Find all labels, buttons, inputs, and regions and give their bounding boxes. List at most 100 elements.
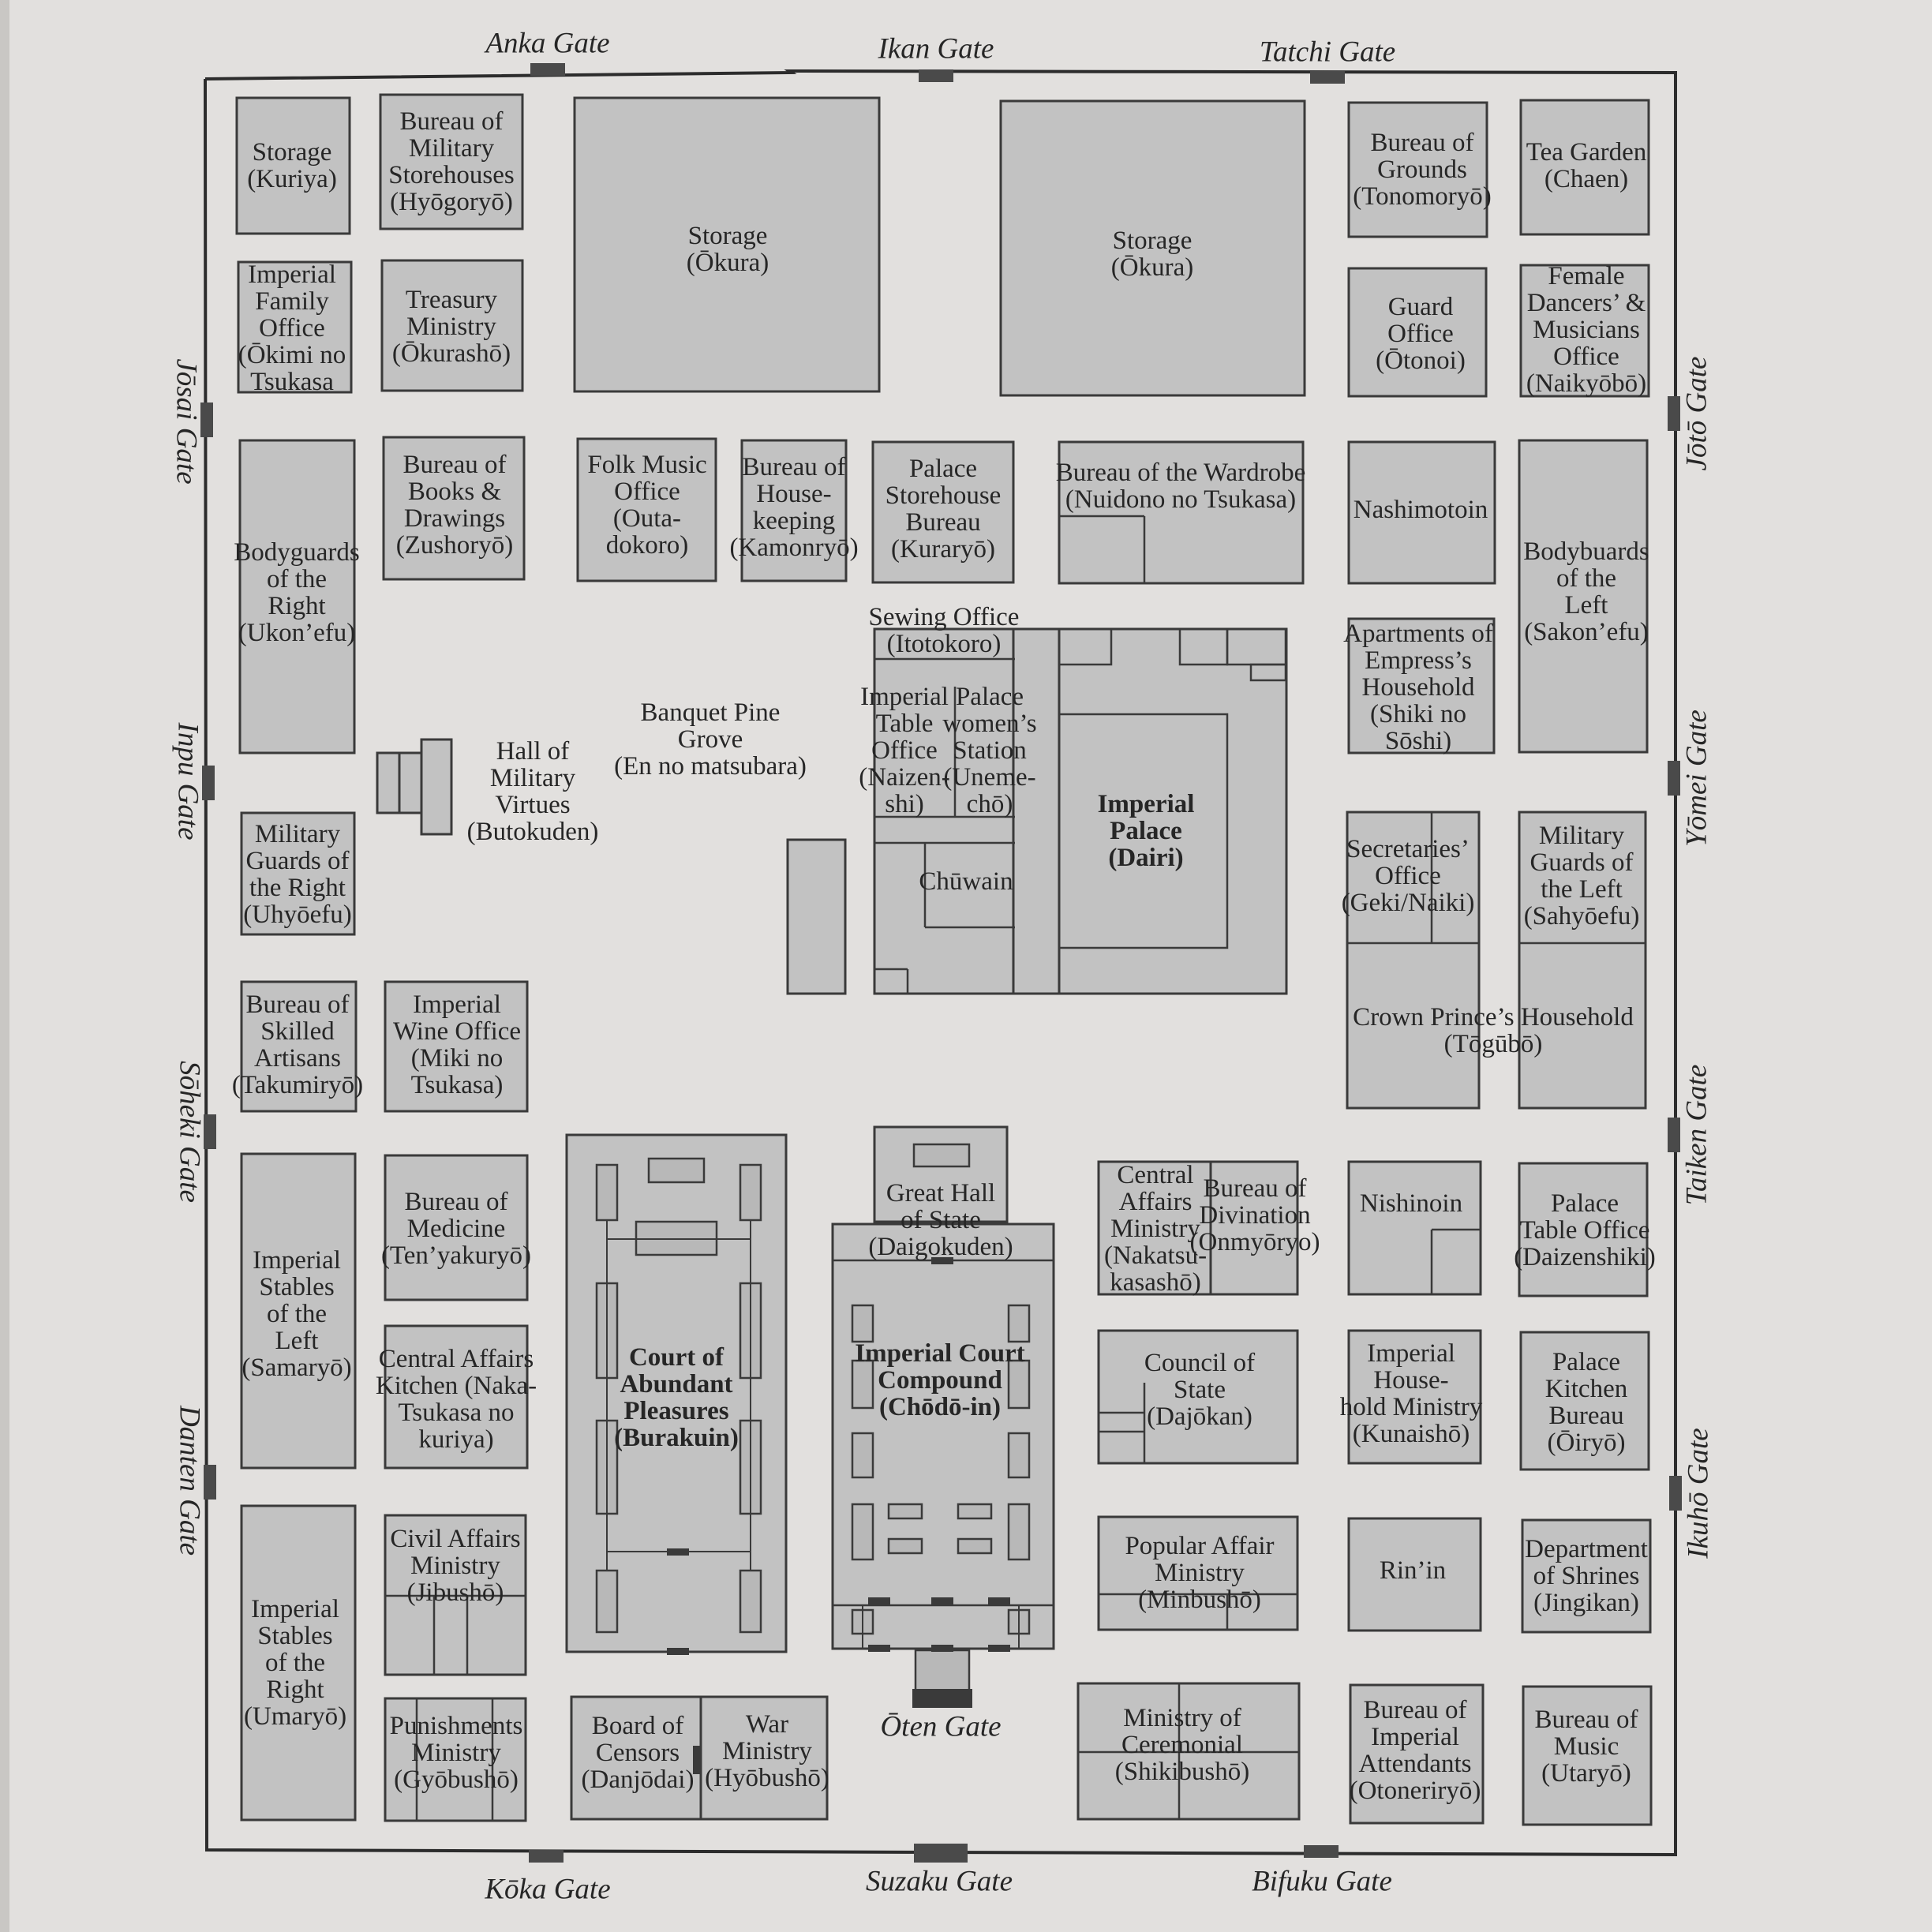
bureau-books-drawings-label-line: Bureau of bbox=[402, 451, 507, 479]
crown-prince-household-label: Crown Prince’s Household(Tōgūbō) bbox=[1353, 1004, 1634, 1058]
sewing-office-label: Sewing Office(Itotokoro) bbox=[869, 604, 1020, 657]
military-guards-left-label-line: Guards of bbox=[1530, 848, 1634, 877]
imperial-court-compound-label-line: Compound bbox=[878, 1366, 1002, 1395]
banquet-pine-grove-label-line: Banquet Pine bbox=[640, 698, 781, 727]
shingonin-block bbox=[786, 838, 847, 995]
imperial-table-office-label-line: Office bbox=[871, 736, 938, 765]
imperial-stables-left-block bbox=[240, 1152, 357, 1470]
bureau-medicine-label-line: Bureau of bbox=[404, 1188, 508, 1216]
folk-music-office-label-line: Office bbox=[614, 477, 680, 506]
treasury-ministry-label-line: Ministry bbox=[406, 313, 496, 341]
bureau-music-block bbox=[1522, 1685, 1653, 1826]
bureau-divination-label-line: Divination bbox=[1199, 1201, 1311, 1230]
treasury-ministry-block bbox=[380, 259, 524, 392]
military-guards-right-label-line: the Right bbox=[249, 874, 346, 902]
imperial-stables-right-label-line: of the bbox=[264, 1649, 326, 1677]
folk-music-office-label-line: dokoro) bbox=[605, 531, 689, 560]
military-guards-right-label-line: (Uhyōefu) bbox=[243, 900, 352, 929]
bureau-imperial-attendants-label-line: (Otoneriryō) bbox=[1349, 1777, 1481, 1805]
guard-office-block bbox=[1347, 267, 1488, 398]
crown-prince-household-label-line: Crown Prince’s Household bbox=[1353, 1003, 1634, 1032]
ministry-ceremonial-label-line: Ministry of bbox=[1123, 1704, 1241, 1732]
bureau-divination-block bbox=[1209, 1160, 1299, 1296]
yomei-gate-marker bbox=[1668, 761, 1680, 796]
palace-storehouse-bureau-label-line: Bureau bbox=[905, 508, 981, 537]
bodyguards-left-label-line: (Sakon’efu) bbox=[1524, 618, 1649, 646]
civil-affairs-ministry-label-line: (Jibushō) bbox=[406, 1578, 504, 1607]
court-abundant-pleasures-label-line: Abundant bbox=[620, 1370, 733, 1398]
palace-storehouse-bureau-label-line: (Kuraryō) bbox=[891, 535, 995, 564]
secretaries-office-label-line: Secretaries’ bbox=[1346, 835, 1470, 863]
ikan-gate-marker bbox=[919, 69, 953, 82]
imperial-wine-office-label-line: Wine Office bbox=[392, 1017, 522, 1046]
ministry-ceremonial-label-line: (Shikibushō) bbox=[1114, 1758, 1250, 1786]
bureau-medicine-label-line: Medicine bbox=[406, 1215, 506, 1243]
bureau-wardrobe-label: Bureau of the Wardrobe(Nuidono no Tsukas… bbox=[1056, 459, 1306, 513]
bureau-military-storehouses-label-line: Military bbox=[408, 134, 495, 163]
apartments-empress-label-line: Empress’s bbox=[1365, 646, 1472, 675]
taiken-gate-label: Taiken Gate bbox=[1680, 1064, 1713, 1206]
palace-kitchen-bureau-label-line: Bureau bbox=[1548, 1402, 1624, 1430]
bifuku-gate-label: Bifuku Gate bbox=[1252, 1865, 1392, 1898]
palace-womens-station-label-line: chō) bbox=[966, 790, 1013, 818]
storage-okura-east-label-line: (Ōkura) bbox=[1110, 253, 1194, 282]
folk-music-office-block bbox=[576, 437, 717, 582]
bureau-skilled-artisans-label-line: (Takumiryō) bbox=[231, 1071, 364, 1099]
bureau-imperial-attendants-label-line: Bureau of bbox=[1363, 1696, 1467, 1724]
bodyguards-left-label-line: Bodybuards bbox=[1523, 537, 1649, 566]
imperial-court-compound-label-line: Imperial Court bbox=[855, 1339, 1025, 1368]
crown-prince-household-label-line: (Tōgūbō) bbox=[1443, 1030, 1543, 1058]
imperial-stables-left-label-line: (Samaryō) bbox=[242, 1354, 352, 1382]
punishments-ministry-label-line: Ministry bbox=[411, 1739, 501, 1767]
dairi-west-block bbox=[873, 627, 1017, 995]
palace-table-office-block bbox=[1518, 1162, 1649, 1297]
storage-okura-west-block bbox=[573, 96, 881, 393]
popular-affair-ministry-label-line: (Minbushō) bbox=[1138, 1586, 1261, 1614]
council-of-state-block bbox=[1097, 1329, 1299, 1465]
ministry-ceremonial-label-line: Ceremonial bbox=[1121, 1731, 1243, 1759]
imperial-stables-right-label-line: (Umaryō) bbox=[243, 1702, 347, 1731]
apartments-empress-label-line: Household bbox=[1361, 673, 1475, 702]
outer-wall bbox=[204, 69, 1677, 1857]
palace-kitchen-bureau-label-line: (Ōiryō) bbox=[1547, 1428, 1626, 1457]
imperial-family-office-label-line: Tsukasa bbox=[250, 368, 334, 396]
palace-table-office-label-line: (Daizenshiki) bbox=[1514, 1243, 1656, 1271]
bureau-imperial-attendants-label-line: Attendants bbox=[1358, 1750, 1472, 1778]
bureau-books-drawings-label-line: Books & bbox=[407, 477, 502, 506]
butokuden-block bbox=[420, 738, 453, 836]
council-of-state-label-line: (Dajōkan) bbox=[1147, 1402, 1252, 1431]
josai-gate-label: Jōsai Gate bbox=[170, 358, 203, 485]
popular-affair-ministry-label-line: Popular Affair bbox=[1125, 1532, 1275, 1560]
daigokuden-hall-block bbox=[873, 1125, 1009, 1223]
military-guards-left-block bbox=[1518, 811, 1647, 1110]
female-dancers-office-label-line: Musicians bbox=[1533, 316, 1640, 344]
bodyguards-left-label-line: of the bbox=[1556, 564, 1617, 593]
bureau-grounds-block bbox=[1347, 101, 1488, 238]
chuwain-label-line: Chūwain bbox=[919, 867, 1013, 896]
bureau-divination-label-line: Bureau of bbox=[1203, 1174, 1307, 1203]
council-of-state-label-line: State bbox=[1174, 1376, 1226, 1404]
imperial-family-office-label-line: Office bbox=[259, 314, 325, 343]
bureau-books-drawings-block bbox=[382, 436, 526, 581]
palace-kitchen-bureau-label-line: Palace bbox=[1552, 1348, 1621, 1376]
suzaku-gate-label: Suzaku Gate bbox=[866, 1865, 1013, 1898]
female-dancers-office-label-line: Female bbox=[1548, 262, 1625, 290]
inpu-gate-label: Inpu Gate bbox=[171, 722, 204, 841]
